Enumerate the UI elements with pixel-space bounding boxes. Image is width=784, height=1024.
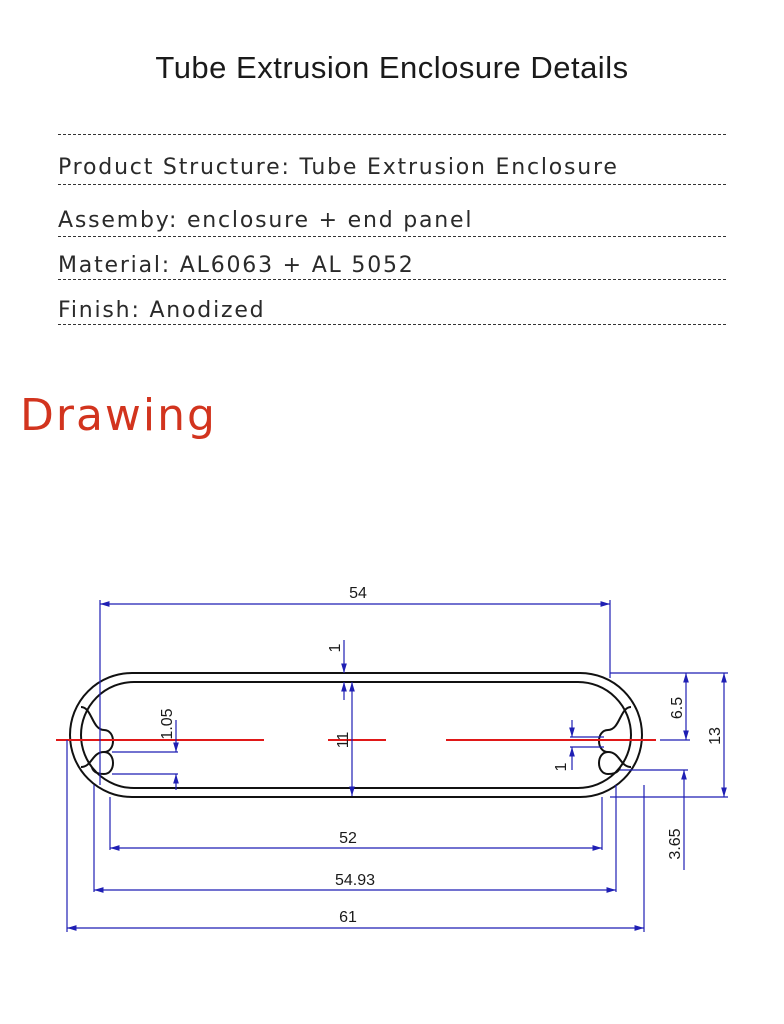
dim-label-3-65: 3.65 xyxy=(667,828,684,859)
section-heading-drawing: Drawing xyxy=(20,390,217,441)
right-screw-slot-lower xyxy=(598,751,621,776)
dim-label-52: 52 xyxy=(339,830,357,847)
spec-value: enclosure + end panel xyxy=(186,208,474,233)
spec-divider xyxy=(58,134,726,135)
spec-row-product-structure: Product Structure: Tube Extrusion Enclos… xyxy=(58,155,619,180)
dim-label-13: 13 xyxy=(707,727,724,745)
spec-row-material: Material: AL6063 + AL 5052 xyxy=(58,253,415,278)
spec-value: AL6063 + AL 5052 xyxy=(179,253,415,278)
spec-separator: : xyxy=(281,155,300,180)
dim-label-slot-1: 1 xyxy=(553,762,570,771)
inner-contour xyxy=(80,681,632,789)
profile-outline xyxy=(69,672,643,798)
dim-label-wall: 1 xyxy=(327,643,344,652)
dim-label-54-93: 54.93 xyxy=(335,872,375,889)
spec-label: Assemby xyxy=(58,208,169,233)
spec-divider xyxy=(58,184,726,185)
spec-divider xyxy=(58,236,726,237)
dim-label-6-5: 6.5 xyxy=(669,697,686,719)
spec-divider xyxy=(58,279,726,280)
spec-divider xyxy=(58,324,726,325)
left-screw-slot-lower xyxy=(91,751,114,776)
dim-label-54: 54 xyxy=(349,585,367,602)
spec-separator: : xyxy=(168,208,187,233)
dim-label-61: 61 xyxy=(339,909,357,926)
spec-separator: : xyxy=(131,298,150,323)
page-title: Tube Extrusion Enclosure Details xyxy=(155,50,629,85)
spec-value: Anodized xyxy=(149,298,266,323)
spec-label: Material xyxy=(58,253,162,278)
spec-label: Finish xyxy=(58,298,132,323)
spec-label: Product Structure xyxy=(58,155,282,180)
spec-value: Tube Extrusion Enclosure xyxy=(299,155,619,180)
spec-separator: : xyxy=(161,253,180,278)
dim-label-1-05: 1.05 xyxy=(159,708,176,739)
enclosure-cross-section-drawing: 54 1 11 1.05 1 6.5 13 3.65 52 54.93 61 xyxy=(56,585,728,932)
outer-contour xyxy=(69,672,643,798)
dimension-lines xyxy=(66,600,728,932)
spec-row-assembly: Assemby: enclosure + end panel xyxy=(58,208,473,233)
spec-row-finish: Finish: Anodized xyxy=(58,298,265,323)
dim-label-11: 11 xyxy=(335,732,352,749)
